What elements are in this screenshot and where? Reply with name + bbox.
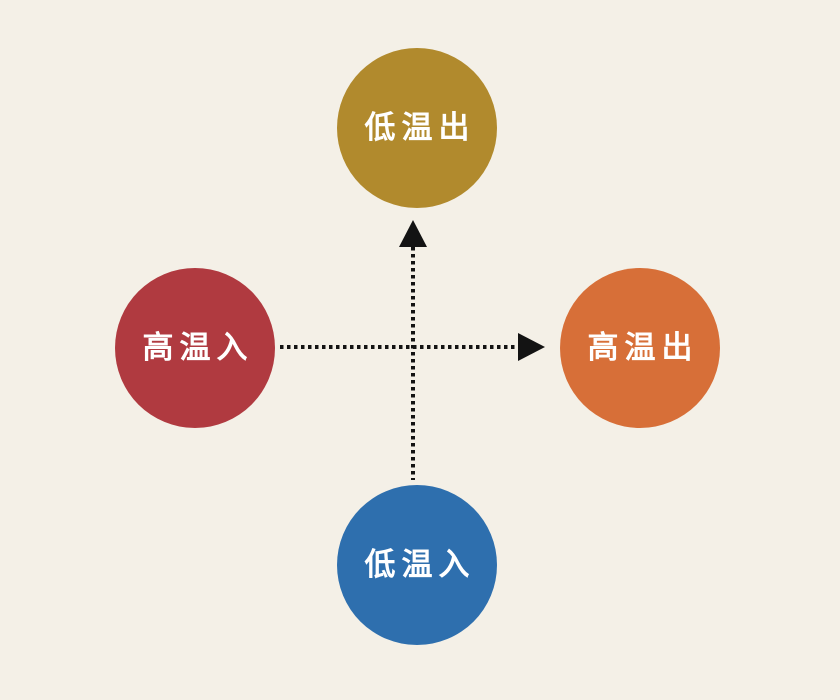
node-label: 低温出 (364, 109, 476, 146)
horizontal-dotted-connector (280, 345, 518, 349)
node-label: 高温出 (587, 329, 699, 366)
node-low-temp-out: 低温出 (337, 48, 497, 208)
vertical-dotted-connector (411, 247, 415, 480)
node-label: 高温入 (142, 329, 254, 366)
node-label: 低温入 (364, 546, 476, 583)
node-low-temp-in: 低温入 (337, 485, 497, 645)
right-arrowhead-icon (518, 333, 545, 361)
up-arrowhead-icon (399, 220, 427, 247)
node-high-temp-out: 高温出 (560, 268, 720, 428)
node-high-temp-in: 高温入 (115, 268, 275, 428)
